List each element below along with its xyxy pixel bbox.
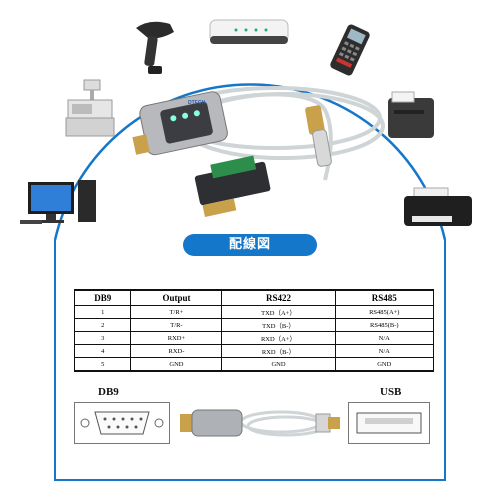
cell-rs485: RS485(A+) [334,305,435,319]
cash-register-icon [65,79,115,137]
table-row: 1 T/R+ TXD（A+） RS485(A+) [73,305,435,319]
cell-rs485: N/A [334,344,435,358]
usb-label: USB [380,386,402,398]
db9-connector-icon [80,411,164,435]
db9-connector-box [74,402,170,444]
table-row: 3 RXD+ RXD（A+） N/A [73,331,435,345]
usb-serial-adapter-image [132,86,385,217]
cell-rs422: TXD（B-） [221,318,336,332]
inkjet-printer-icon [404,187,472,226]
usb-connector-icon [356,412,422,434]
barcode-scanner-icon [136,21,174,74]
desktop-computer-icon [20,180,96,224]
adapter-cable-image [180,409,340,437]
card-terminal-icon [330,24,370,76]
cell-pin: 3 [73,331,132,345]
cell-rs485: RS485(B-) [334,318,435,332]
table-row: 2 T/R- TXD（B-） RS485(B-) [73,318,435,332]
table-header-row: DB9 Output RS422 RS485 [73,289,435,306]
usb-connector-box [348,402,430,444]
cell-pin: 5 [73,357,132,372]
cell-rs485: N/A [334,331,435,345]
wiring-diagram-banner: 配線図 [183,234,317,256]
cell-pin: 1 [73,305,132,319]
cell-rs422: TXD（A+） [221,305,336,319]
receipt-printer-icon [388,91,434,138]
cell-rs422: RXD（B-） [221,344,336,358]
cell-output: GND [130,357,223,372]
pinout-table: DB9 Output RS422 RS485 1 T/R+ TXD（A+） RS… [73,289,435,372]
db9-label: DB9 [98,386,119,398]
header-db9: DB9 [73,289,132,306]
table-row: 5 GND GND GND [73,357,435,372]
header-output: Output [130,289,223,306]
cell-output: T/R+ [130,305,223,319]
cell-output: RXD+ [130,331,223,345]
cell-rs485: GND [334,357,435,372]
header-rs485: RS485 [334,289,435,306]
router-icon [209,19,289,44]
cell-rs422: RXD（A+） [221,331,336,345]
header-rs422: RS422 [221,289,336,306]
cell-output: RXD- [130,344,223,358]
cell-output: T/R- [130,318,223,332]
cell-pin: 4 [73,344,132,358]
cell-pin: 2 [73,318,132,332]
table-row: 4 RXD- RXD（B-） N/A [73,344,435,358]
device-brand-label: DTECH [188,100,206,106]
cell-rs422: GND [221,357,336,372]
